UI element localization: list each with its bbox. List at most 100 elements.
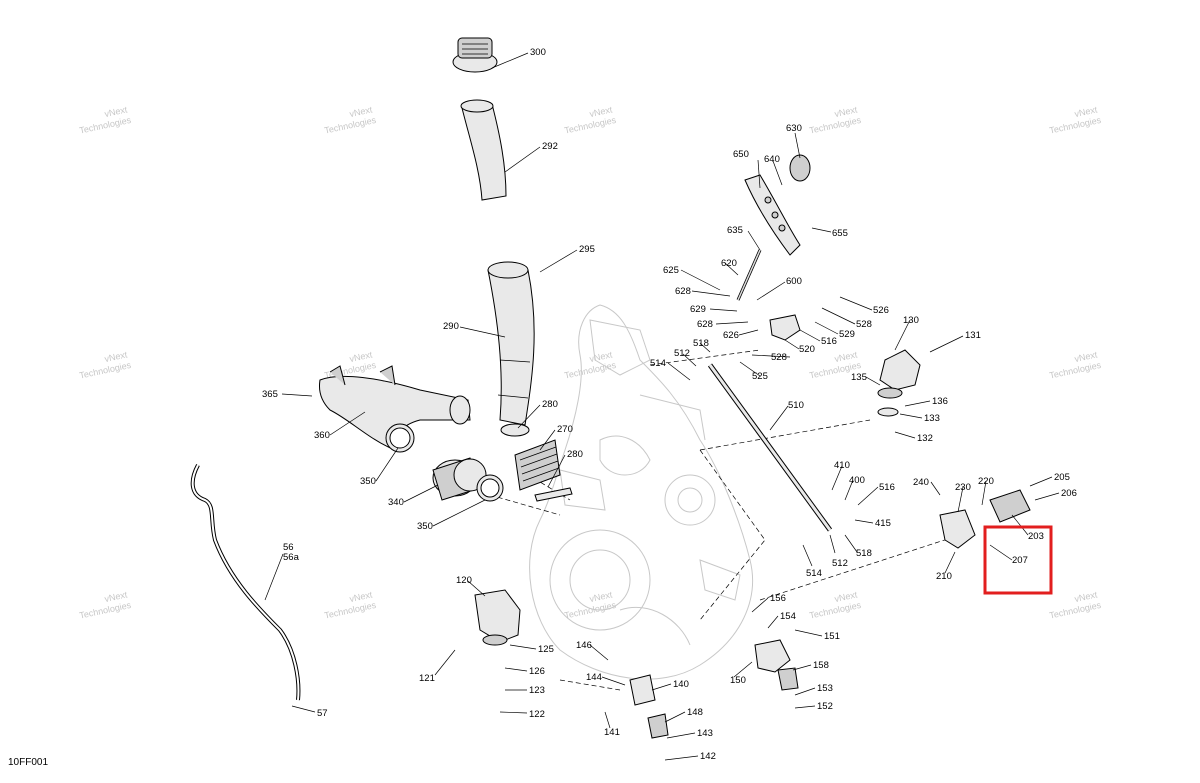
- part-630-knob: [789, 154, 811, 182]
- callout-label: 158: [813, 660, 829, 671]
- watermark-line: vNext: [1074, 104, 1099, 119]
- callout-label: 143: [697, 728, 713, 739]
- part-203-module: [989, 489, 1031, 523]
- callout-label: 628: [675, 286, 691, 297]
- callout-label: 350: [417, 521, 433, 532]
- part-120-mount: [474, 589, 521, 646]
- callout-label: 520: [799, 344, 815, 355]
- callout-label: 528: [771, 352, 787, 363]
- part-350-clamp-lower: [476, 474, 504, 502]
- callout-label: 600: [786, 276, 802, 287]
- callout-label: 529: [839, 329, 855, 340]
- callout-label: 135: [851, 372, 867, 383]
- callout-label: 510: [788, 400, 804, 411]
- callout-label: 516: [821, 336, 837, 347]
- callout-label: 56a: [283, 552, 300, 563]
- callout-label: 516: [879, 482, 895, 493]
- part-510-rod: [707, 363, 833, 532]
- callout-label: 635: [727, 225, 743, 236]
- watermark-line: vNext: [349, 349, 374, 364]
- watermark-line: vNext: [1074, 589, 1099, 604]
- callout-labels: 300 292 295 290 280 270 280 360 365 350 …: [262, 47, 1077, 762]
- callout-label: 518: [856, 548, 872, 559]
- callout-label: 410: [834, 460, 850, 471]
- callout-label: 280: [567, 449, 583, 460]
- watermark-line: vNext: [1074, 349, 1099, 364]
- callout-label: 230: [955, 482, 971, 493]
- watermark-line: vNext: [104, 349, 129, 364]
- callout-label: 153: [817, 683, 833, 694]
- part-140-mount: [629, 674, 669, 739]
- callout-label: 123: [529, 685, 545, 696]
- callout-label: 650: [733, 149, 749, 160]
- callout-label: 290: [443, 321, 459, 332]
- callout-label: 136: [932, 396, 948, 407]
- part-300-cap: [452, 37, 498, 73]
- callout-label: 210: [936, 571, 952, 582]
- watermark-line: vNext: [589, 589, 614, 604]
- callout-label: 525: [752, 371, 768, 382]
- part-130-mount: [877, 349, 921, 417]
- callout-label: 203: [1028, 531, 1044, 542]
- callout-label: 415: [875, 518, 891, 529]
- leader-lines: [264, 52, 1060, 761]
- callout-label: 514: [650, 358, 666, 369]
- callout-label: 270: [557, 424, 573, 435]
- callout-label: 526: [873, 305, 889, 316]
- callout-label: 56: [283, 542, 294, 553]
- callout-label: 205: [1054, 472, 1070, 483]
- part-56-hose: [190, 464, 301, 701]
- part-620-lever: [736, 249, 762, 301]
- callout-label: 295: [579, 244, 595, 255]
- callout-label: 629: [690, 304, 706, 315]
- part-292-tube: [460, 99, 507, 201]
- callout-label: 207: [1012, 555, 1028, 566]
- part-270-filter: [514, 439, 561, 491]
- part-150-mount: [754, 639, 799, 691]
- callout-label: 121: [419, 673, 435, 684]
- part-350-clamp-upper: [385, 423, 415, 453]
- callout-label: 220: [978, 476, 994, 487]
- watermark-line: vNext: [834, 349, 859, 364]
- highlight-box: [983, 525, 1053, 595]
- callout-label: 120: [456, 575, 472, 586]
- callout-label: 141: [604, 727, 620, 738]
- watermark-line: vNext: [834, 104, 859, 119]
- callout-label: 512: [832, 558, 848, 569]
- part-650-gate: [744, 174, 801, 256]
- watermark-line: vNext: [104, 104, 129, 119]
- callout-label: 360: [314, 430, 330, 441]
- callout-label: 240: [913, 477, 929, 488]
- callout-label: 655: [832, 228, 848, 239]
- watermark-line: vNext: [589, 104, 614, 119]
- callout-label: 350: [360, 476, 376, 487]
- callout-label: 151: [824, 631, 840, 642]
- callout-label: 132: [917, 433, 933, 444]
- callout-label: 280: [542, 399, 558, 410]
- callout-label: 292: [542, 141, 558, 152]
- callout-label: 300: [530, 47, 546, 58]
- callout-label: 518: [693, 338, 709, 349]
- callout-label: 340: [388, 497, 404, 508]
- callout-label: 514: [806, 568, 822, 579]
- callout-label: 156: [770, 593, 786, 604]
- part-290-duct: [487, 261, 535, 426]
- callout-label: 528: [856, 319, 872, 330]
- callout-label: 140: [673, 679, 689, 690]
- callout-label: 122: [529, 709, 545, 720]
- callout-label: 150: [730, 675, 746, 686]
